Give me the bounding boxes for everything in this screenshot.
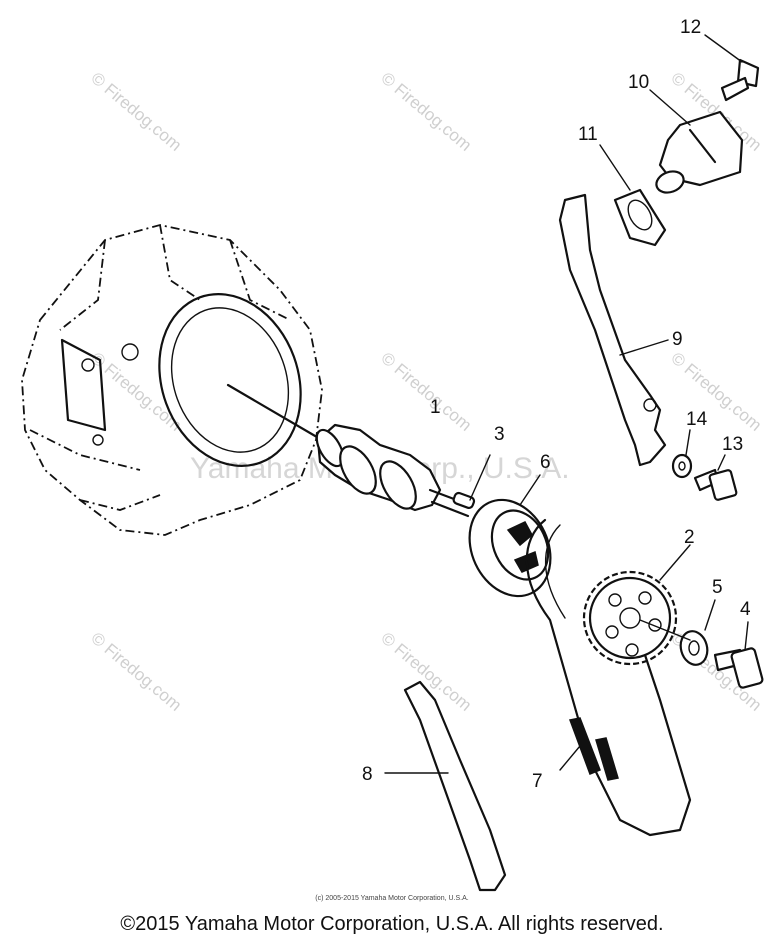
cam-sprocket	[582, 544, 691, 666]
dowel-pin	[452, 454, 491, 510]
callout-2: 2	[684, 527, 695, 548]
tensioner-gasket	[599, 144, 667, 247]
watermark-site: © Firedog.com	[667, 349, 765, 435]
callout-13: 13	[722, 434, 743, 455]
small-copyright-note: (c) 2005-2015 Yamaha Motor Corporation, …	[315, 895, 469, 902]
watermark-site: © Firedog.com	[377, 69, 475, 155]
callout-7: 7	[532, 771, 543, 792]
watermark-site: © Firedog.com	[87, 69, 185, 155]
callout-8: 8	[362, 764, 373, 785]
callout-10: 10	[628, 72, 649, 93]
watermark-site: © Firedog.com	[377, 349, 475, 435]
decompressor	[468, 474, 552, 598]
chain-guide-lower	[384, 680, 507, 892]
callout-11: 11	[578, 124, 598, 145]
callout-5: 5	[712, 577, 723, 598]
cam-chain-tensioner	[649, 89, 744, 194]
camshaft	[315, 423, 472, 518]
callout-9: 9	[672, 329, 683, 350]
copyright-notice: ©2015 Yamaha Motor Corporation, U.S.A. A…	[120, 913, 664, 935]
callout-1: 1	[430, 397, 441, 418]
cam-chain	[525, 518, 692, 837]
watermark-site: © Firedog.com	[87, 629, 185, 715]
guide-washer	[671, 429, 693, 479]
callout-labels: 1 2 3 4 5 6 7 8 9 10 11 12 13 14	[362, 17, 751, 792]
callout-3: 3	[494, 424, 505, 445]
callout-6: 6	[540, 452, 551, 473]
callout-14: 14	[686, 409, 708, 430]
tensioner-bolt	[704, 34, 760, 102]
guide-bolt	[693, 454, 738, 501]
sprocket-bolt	[639, 619, 764, 689]
cylinder-head	[21, 224, 324, 536]
chain-guide-upper	[558, 193, 669, 467]
callout-12: 12	[680, 17, 701, 38]
callout-4: 4	[740, 599, 751, 620]
